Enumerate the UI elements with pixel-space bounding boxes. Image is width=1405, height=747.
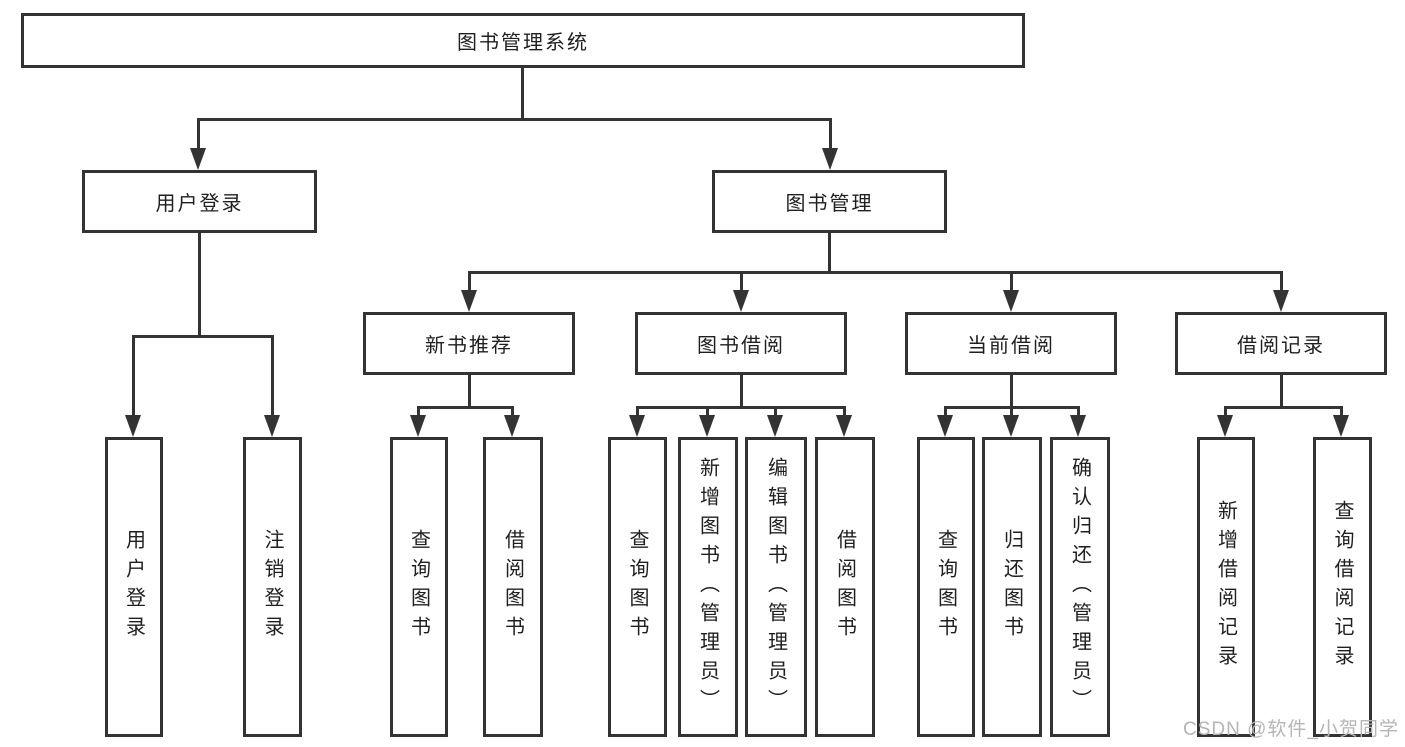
csdn-watermark: CSDN @软件_小贺同学 — [1183, 719, 1399, 740]
leaf-confirm-return-admin: 确认归还（管理员） — [1050, 437, 1110, 737]
connector-line — [1224, 406, 1227, 416]
node-book-borrow: 图书借阅 — [635, 312, 847, 375]
leaf-query-books-2: 查询图书 — [608, 437, 667, 737]
arrow-down-icon — [822, 148, 838, 170]
connector-line — [944, 406, 947, 416]
connector-line — [636, 406, 845, 409]
arrow-down-icon — [125, 415, 141, 437]
connector-line — [636, 406, 639, 416]
node-new-book-recommend: 新书推荐 — [363, 312, 575, 375]
leaf-label: 借阅图书 — [501, 529, 524, 645]
arrow-down-icon — [699, 415, 715, 437]
connector-line — [1280, 375, 1283, 409]
node-book-management-group: 图书管理 — [712, 170, 947, 233]
arrow-down-icon — [1003, 415, 1019, 437]
connector-line — [1010, 271, 1013, 292]
connector-line — [1077, 406, 1080, 416]
arrow-down-icon — [1217, 415, 1233, 437]
connector-line — [843, 406, 846, 416]
leaf-label: 归还图书 — [1000, 529, 1023, 645]
connector-line — [740, 271, 743, 292]
leaf-borrow-books-1: 借阅图书 — [483, 437, 543, 737]
connector-line — [468, 375, 471, 409]
arrow-down-icon — [190, 148, 206, 170]
connector-line — [271, 335, 274, 415]
arrow-down-icon — [264, 415, 280, 437]
connector-line — [132, 335, 135, 415]
arrow-down-icon — [1333, 415, 1349, 437]
leaf-label: 查询图书 — [934, 529, 957, 645]
leaf-user-login: 用户登录 — [105, 437, 163, 737]
node-root: 图书管理系统 — [21, 13, 1025, 68]
arrow-down-icon — [836, 415, 852, 437]
leaf-label: 查询图书 — [626, 529, 648, 645]
arrow-down-icon — [733, 290, 749, 312]
arrow-down-icon — [1070, 415, 1086, 437]
leaf-label: 编辑图书（管理员） — [764, 456, 787, 718]
connector-line — [197, 118, 200, 152]
node-borrow-records: 借阅记录 — [1175, 312, 1387, 375]
arrow-down-icon — [504, 415, 520, 437]
node-label: 新书推荐 — [425, 335, 513, 357]
node-user-login-group: 用户登录 — [82, 170, 317, 233]
connector-line — [740, 375, 743, 409]
connector-line — [511, 406, 514, 416]
leaf-label: 新增借阅记录 — [1214, 500, 1237, 674]
arrow-down-icon — [937, 415, 953, 437]
leaf-query-books-1: 查询图书 — [390, 437, 448, 737]
connector-line — [829, 118, 832, 152]
node-label: 图书借阅 — [697, 335, 785, 357]
arrow-down-icon — [767, 415, 783, 437]
leaf-label: 查询图书 — [407, 529, 430, 645]
connector-line — [774, 406, 777, 416]
connector-line — [828, 233, 831, 274]
leaf-logout: 注销登录 — [243, 437, 302, 737]
arrow-down-icon — [1273, 290, 1289, 312]
node-label: 当前借阅 — [967, 335, 1055, 357]
leaf-borrow-books-2: 借阅图书 — [815, 437, 875, 737]
leaf-label: 新增图书（管理员） — [696, 456, 719, 718]
leaf-edit-books-admin: 编辑图书（管理员） — [745, 437, 807, 737]
node-label: 图书管理 — [785, 193, 874, 215]
leaf-label: 借阅图书 — [833, 529, 856, 645]
node-current-borrow: 当前借阅 — [905, 312, 1117, 375]
leaf-label: 查询借阅记录 — [1331, 500, 1353, 674]
connector-line — [132, 335, 274, 338]
connector-line — [1340, 406, 1343, 416]
arrow-down-icon — [1003, 290, 1019, 312]
connector-line — [198, 233, 201, 335]
node-label: 用户登录 — [155, 193, 244, 215]
node-root-label: 图书管理系统 — [457, 32, 589, 54]
connector-line — [468, 271, 1283, 274]
connector-line — [468, 271, 471, 292]
connector-line — [1280, 271, 1283, 292]
node-label: 借阅记录 — [1237, 335, 1325, 357]
leaf-label: 用户登录 — [122, 529, 145, 645]
connector-line — [706, 406, 709, 416]
leaf-add-borrow-record: 新增借阅记录 — [1197, 437, 1255, 737]
connector-line — [417, 406, 514, 409]
arrow-down-icon — [410, 415, 426, 437]
leaf-add-books-admin: 新增图书（管理员） — [678, 437, 738, 737]
connector-line — [1010, 406, 1013, 416]
connector-line — [197, 118, 832, 121]
arrow-down-icon — [461, 290, 477, 312]
leaf-label: 确认归还（管理员） — [1068, 456, 1091, 718]
connector-line — [417, 406, 420, 416]
arrow-down-icon — [629, 415, 645, 437]
leaf-label: 注销登录 — [261, 529, 283, 645]
leaf-query-borrow-record: 查询借阅记录 — [1313, 437, 1372, 737]
connector-line — [1010, 375, 1013, 409]
leaf-return-books: 归还图书 — [982, 437, 1042, 737]
connector-line — [521, 68, 524, 118]
leaf-query-books-3: 查询图书 — [917, 437, 975, 737]
connector-line — [1224, 406, 1342, 409]
